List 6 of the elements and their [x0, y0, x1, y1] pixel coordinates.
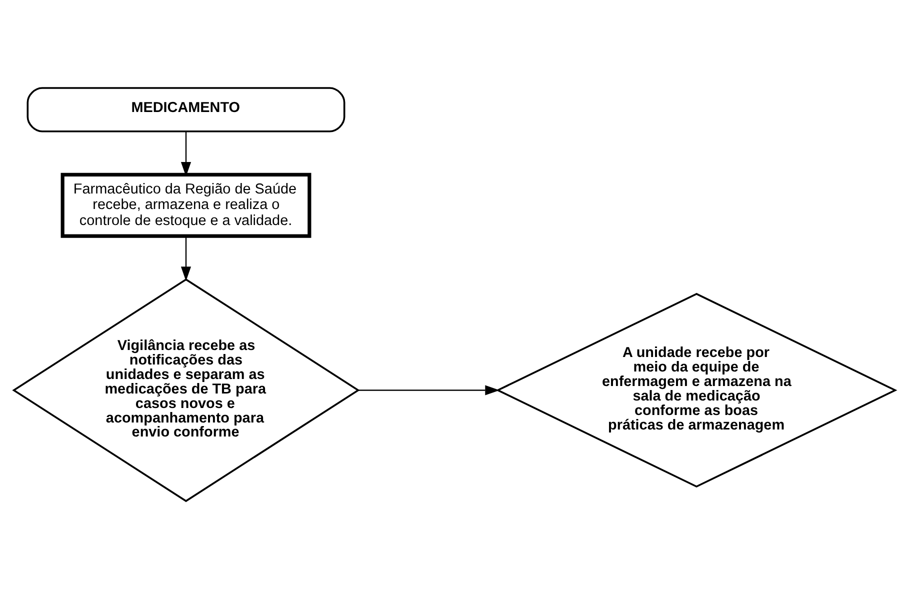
- node-box: MEDICAMENTO: [26, 87, 345, 132]
- arrow: [180, 236, 191, 282]
- arrow: [358, 385, 500, 396]
- node-diamond: A unidade recebe por meio da equipe de enfermagem e armazena na sala de medicação conforme as boas práticas de armazenagem: [495, 292, 897, 488]
- node-diamond: Vigilância recebe as notificações das unidades e separam as medicações de TB para casos novos e acompanhamento para envio conforme: [12, 278, 360, 502]
- node-box: Farmacêutico da Região de Saúde recebe, armazena e realiza o controle de estoque e a validade.: [60, 172, 311, 238]
